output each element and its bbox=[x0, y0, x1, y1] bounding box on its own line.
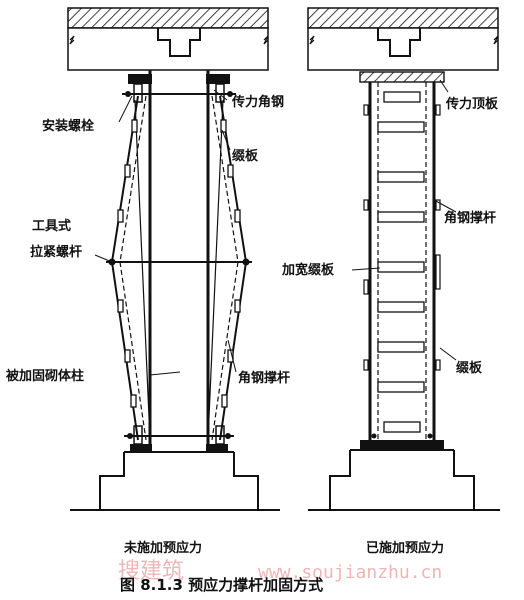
label-tool-tie-rod-line1: 工具式 bbox=[32, 218, 71, 234]
label-tool-tie-rod-line2: 拉紧螺杆 bbox=[30, 244, 82, 260]
label-force-angle-steel: 传力角钢 bbox=[231, 94, 284, 110]
figure-caption: 图 8.1.3 预应力撑杆加固方式 bbox=[120, 576, 323, 594]
right-leader-lines bbox=[351, 79, 457, 361]
label-reinforced-masonry-column: 被加固砌体柱 bbox=[5, 368, 84, 384]
left-top-slab bbox=[67, 7, 269, 71]
label-angle-steel-strut-left: 角钢撑杆 bbox=[238, 370, 290, 386]
left-angle-steel-struts bbox=[110, 95, 248, 441]
watermark-url: www.soujianzhu.cn bbox=[258, 562, 442, 583]
right-foundation bbox=[308, 449, 500, 511]
right-side-batten-plates bbox=[363, 104, 441, 371]
label-angle-steel-strut-right: 角钢撑杆 bbox=[444, 210, 496, 226]
right-force-top-plate bbox=[359, 71, 445, 83]
left-bottom-transfer-angles bbox=[124, 425, 234, 452]
right-widened-batten-plates bbox=[377, 91, 425, 433]
subtitle-right: 已施加预应力 bbox=[366, 540, 444, 556]
right-figure bbox=[307, 7, 500, 511]
left-tool-tie-rod bbox=[106, 258, 252, 266]
label-install-bolt: 安装螺栓 bbox=[42, 118, 94, 134]
right-bottom-plate bbox=[360, 433, 444, 450]
right-top-slab bbox=[307, 7, 499, 71]
watermark-text: 搜建筑 bbox=[118, 559, 184, 584]
left-foundation bbox=[70, 451, 280, 511]
left-batten-plates bbox=[117, 119, 241, 408]
label-batten-plate-left: 缀板 bbox=[232, 148, 259, 164]
left-figure bbox=[67, 7, 280, 511]
label-force-top-plate: 传力顶板 bbox=[445, 96, 499, 112]
subtitle-left: 未施加预应力 bbox=[123, 540, 202, 556]
left-leader-lines bbox=[94, 89, 237, 376]
label-batten-plate-right: 缀板 bbox=[456, 360, 483, 376]
label-widened-batten-plate: 加宽缀板 bbox=[281, 262, 335, 278]
left-top-transfer-angles bbox=[122, 74, 236, 103]
